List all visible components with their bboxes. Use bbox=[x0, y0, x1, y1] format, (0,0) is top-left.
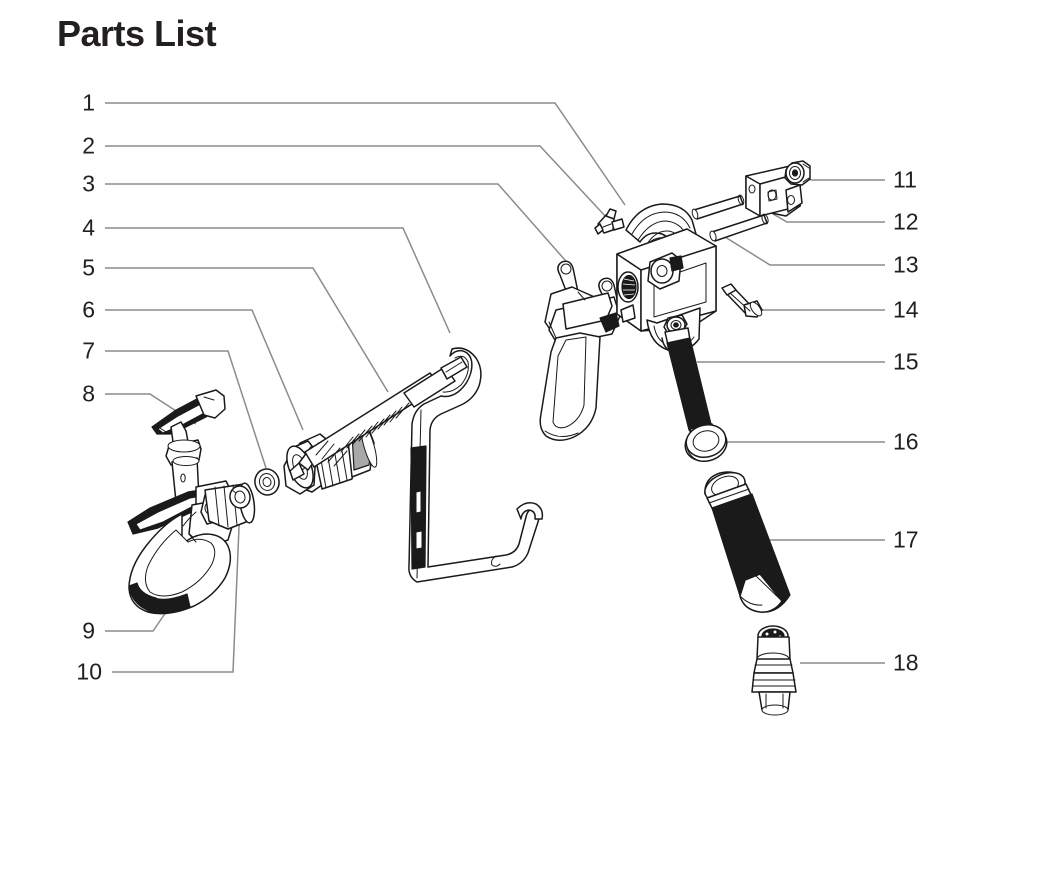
callout-label-6: 6 bbox=[82, 296, 95, 323]
callout-label-10: 10 bbox=[76, 658, 102, 685]
callout-label-1: 1 bbox=[82, 89, 95, 116]
leader-line-5 bbox=[105, 267, 389, 393]
part-16-o-ring bbox=[684, 423, 728, 463]
leader-line-4 bbox=[105, 227, 451, 334]
part-10-washer bbox=[229, 485, 251, 509]
callout-label-12: 12 bbox=[893, 208, 919, 235]
callout-label-18: 18 bbox=[893, 649, 919, 676]
part-2-fitting-screw bbox=[594, 208, 625, 235]
callout-label-13: 13 bbox=[893, 251, 919, 278]
part-18-swivel-fitting bbox=[751, 625, 797, 716]
callout-label-16: 16 bbox=[893, 428, 919, 455]
callout-label-3: 3 bbox=[82, 170, 95, 197]
leader-line-6 bbox=[105, 309, 304, 431]
leader-line-1 bbox=[105, 102, 626, 206]
leader-line-13 bbox=[716, 231, 885, 266]
callout-label-4: 4 bbox=[82, 214, 95, 241]
leader-line-10 bbox=[112, 502, 241, 673]
callout-label-8: 8 bbox=[82, 380, 95, 407]
part-13-pins bbox=[691, 194, 769, 242]
part-6-seal-washer bbox=[254, 468, 280, 496]
callout-label-14: 14 bbox=[893, 296, 919, 323]
part-3-trigger-guard-wire bbox=[408, 347, 544, 583]
part-17-handle-grip bbox=[704, 471, 791, 613]
part-14-bolt bbox=[721, 283, 763, 318]
leader-line-7 bbox=[105, 350, 267, 469]
part-9-tip-guard-assembly bbox=[127, 480, 256, 615]
callout-label-9: 9 bbox=[82, 617, 95, 644]
page-title: Parts List bbox=[57, 13, 217, 54]
part-4-needle-with-spring bbox=[289, 356, 468, 481]
part-3-trigger-lever bbox=[539, 260, 623, 441]
leader-line-3 bbox=[105, 183, 573, 269]
part-8-spray-tip bbox=[151, 389, 226, 505]
part-11-nut bbox=[784, 160, 811, 186]
callout-label-15: 15 bbox=[893, 348, 919, 375]
leader-line-12 bbox=[772, 213, 885, 223]
callout-label-11: 11 bbox=[893, 166, 917, 193]
callout-label-7: 7 bbox=[82, 337, 95, 364]
callout-label-5: 5 bbox=[82, 254, 95, 281]
part-15-filter-tube bbox=[663, 314, 713, 438]
callout-label-2: 2 bbox=[82, 132, 95, 159]
callout-label-17: 17 bbox=[893, 526, 919, 553]
leader-line-2 bbox=[105, 145, 608, 219]
